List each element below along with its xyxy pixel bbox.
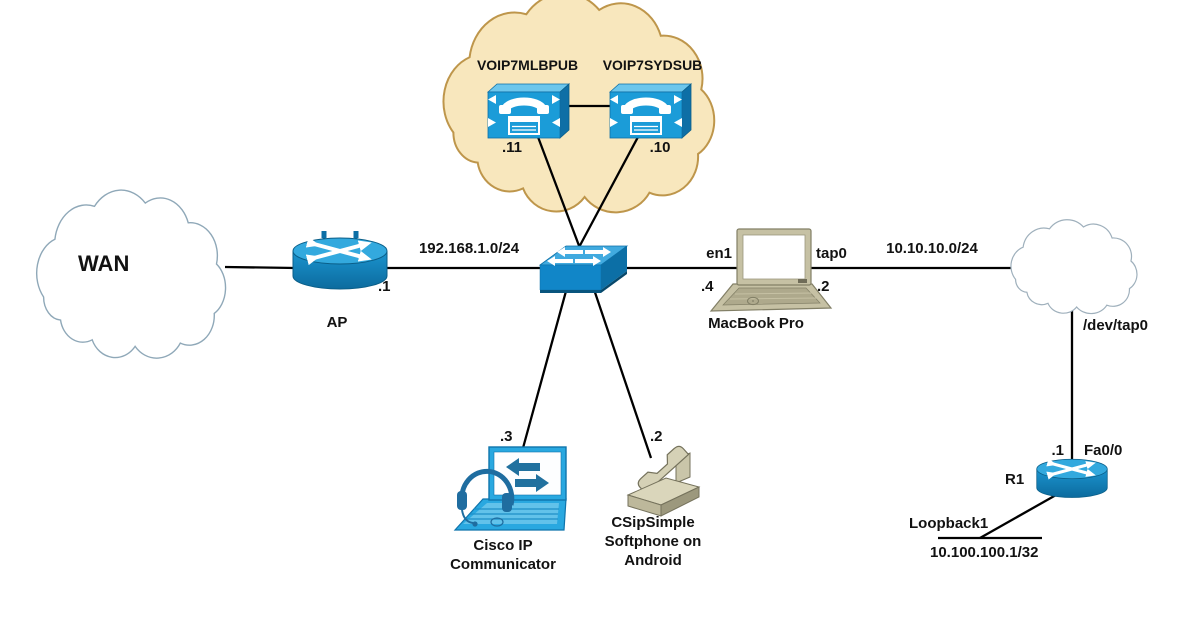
ip-communicator-icon [453,446,567,531]
tap-subnet-label: 10.10.10.0/24 [886,240,978,257]
r1-label: R1 [1005,471,1025,488]
voip-pub-ip: .11 [501,139,523,156]
ap-router-icon [293,231,387,289]
callmanager-pub-icon [488,84,569,138]
devtap-label: /dev/tap0 [1083,317,1149,334]
link-r1-loopback [979,493,1057,540]
r1-router-icon [1037,459,1108,497]
voip-sub-label: VOIP7SYDSUB [602,57,703,73]
r1-if-label: Fa0/0 [1084,442,1123,459]
android-softphone-icon [626,445,701,517]
link-wan-ap [224,265,297,270]
macbook-ip-left: .4 [701,278,714,295]
headset-icon [459,468,515,506]
csip-ip: .2 [650,428,663,445]
r1-if-ip: .1 [1051,442,1064,459]
wan-label: WAN [78,251,130,276]
tap-cloud-icon [1010,219,1138,315]
callmanager-sub-icon [610,84,691,138]
macbook-label: MacBook Pro [708,315,804,332]
macbook-if-left: en1 [706,245,732,262]
ap-label: AP [326,314,348,331]
loopback-label: Loopback1 [909,515,989,532]
ipc-label: Cisco IP Communicator [450,537,556,573]
macbook-ip-right: .2 [817,278,830,295]
ap-ip: .1 [378,278,391,295]
macbook-if-right: tap0 [816,245,847,262]
voip-sub-ip: .10 [649,139,671,156]
loopback-ip: 10.100.100.1/32 [930,544,1039,561]
macbook-icon [709,228,833,312]
voip-pub-label: VOIP7MLBPUB [476,57,579,73]
lan-subnet-label: 192.168.1.0/24 [418,240,520,257]
ipc-ip: .3 [500,428,513,445]
csip-label: CSipSimple Softphone on Android [604,514,702,569]
switch-icon [538,245,629,293]
